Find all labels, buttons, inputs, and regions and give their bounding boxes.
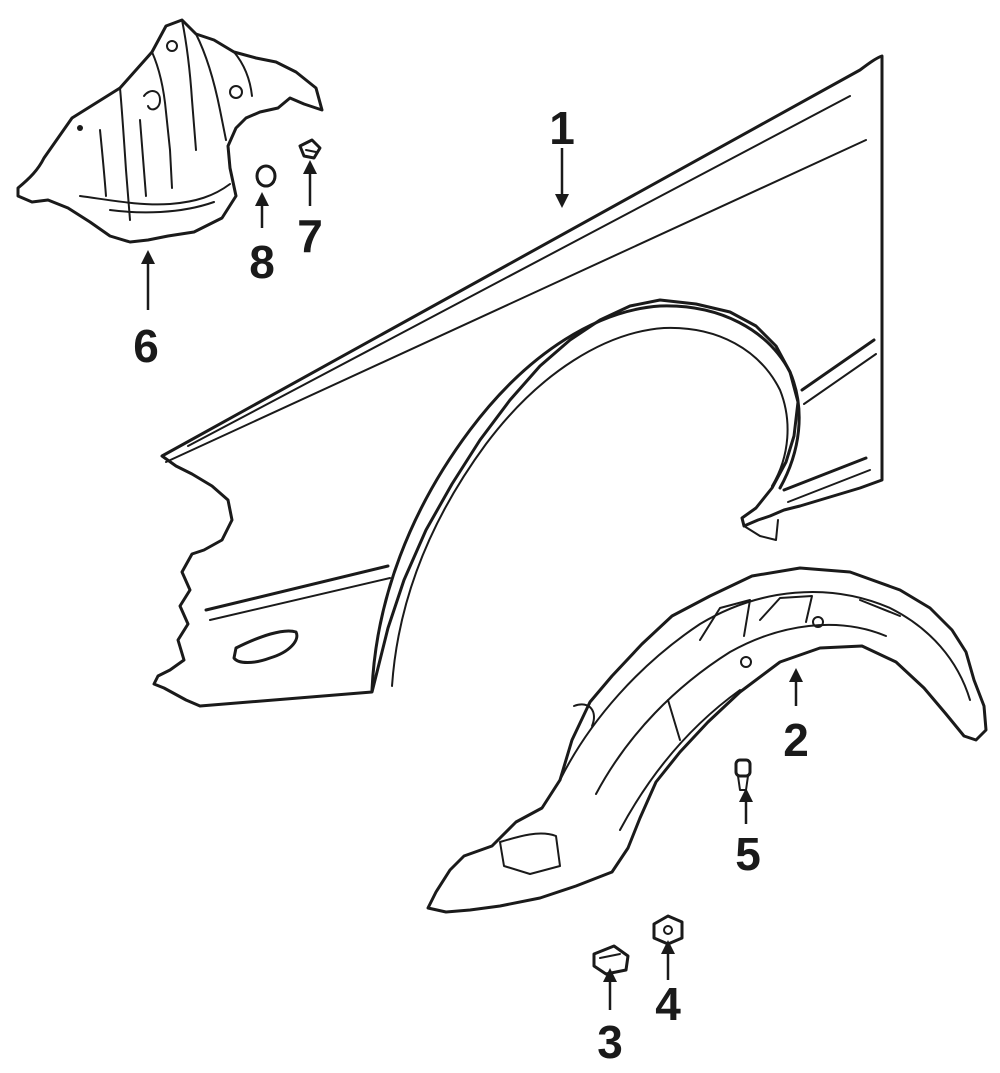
callout-3: 3 [597,1016,623,1068]
callout-4: 4 [655,978,681,1030]
nut-part [652,914,684,946]
push-clip-part [734,758,752,791]
leader-lines [141,148,803,1010]
clip-part-7 [298,138,322,160]
apron-shield-part [16,18,324,244]
fender-part [152,54,884,708]
callout-7: 7 [297,210,323,262]
nut-clip-part [592,944,630,976]
callout-5: 5 [735,828,761,880]
callout-1: 1 [549,102,575,154]
grommet-part [255,164,277,188]
fender-liner-part [426,566,988,914]
callout-2: 2 [783,714,809,766]
callout-6: 6 [133,320,159,372]
callout-8: 8 [249,236,275,288]
